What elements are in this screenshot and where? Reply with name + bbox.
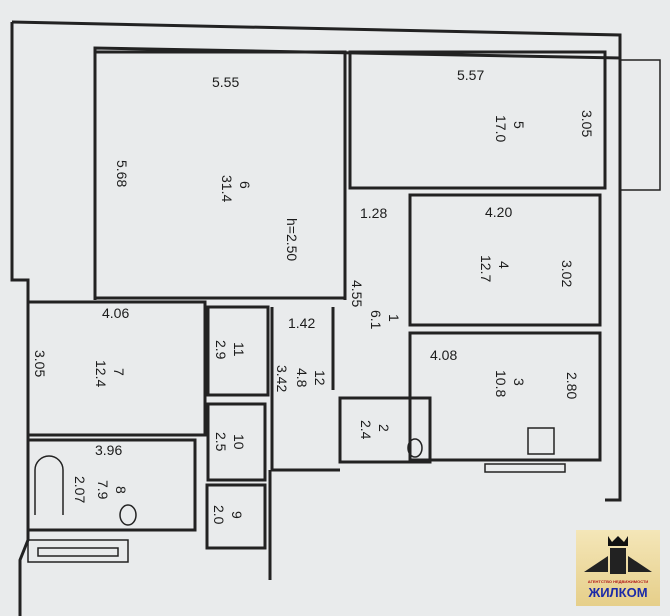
room-area: 6.1	[368, 310, 384, 330]
room-number: 5	[511, 121, 527, 129]
dim-r8-length: 2.07	[72, 476, 88, 503]
room-number: 2	[376, 424, 392, 432]
dim-r6-length: 5.68	[114, 160, 130, 187]
agency-logo: АГЕНТСТВО НЕДВИЖИМОСТИ ЖИЛКОМ	[576, 530, 660, 606]
dim-r1-length: 4.55	[349, 280, 365, 307]
room-8-label: 8 7.9	[95, 480, 129, 500]
room-number: 11	[231, 342, 247, 357]
room-number: 12	[312, 370, 328, 386]
room-number: 10	[231, 434, 247, 450]
dim-r5-length: 3.05	[579, 110, 595, 137]
bathtub-icon	[34, 455, 64, 515]
room-area: 31.4	[219, 175, 235, 202]
room-11-outline	[206, 305, 270, 397]
room-area: 7.9	[95, 480, 111, 500]
room-number: 9	[229, 511, 245, 519]
room-area: 2.0	[211, 505, 227, 525]
room-5-label: 5 17.0	[493, 115, 527, 142]
room-8-outline	[26, 438, 197, 532]
dim-r7-length: 3.05	[32, 350, 48, 377]
room-area: 2.5	[213, 432, 229, 452]
toilet-icon-2	[407, 438, 423, 458]
room-area: 12.7	[478, 255, 494, 282]
room-number: 6	[237, 181, 253, 189]
dim-r3-width: 4.08	[430, 347, 457, 363]
dim-r7-width: 4.06	[102, 305, 129, 321]
room-9-outline	[205, 483, 267, 550]
dim-r4-width: 4.20	[485, 204, 512, 220]
room-4-label: 4 12.7	[478, 255, 512, 282]
walls	[10, 20, 661, 616]
room-number: 1	[386, 314, 402, 322]
dim-r12-width: 1.42	[288, 315, 315, 331]
dim-r8-width: 3.96	[95, 442, 122, 458]
room-area: 2.9	[213, 340, 229, 360]
room-3-label: 3 10.8	[493, 370, 527, 397]
dim-r5-width: 5.57	[457, 67, 484, 83]
dim-r3-length: 2.80	[564, 372, 580, 399]
room-area: 4.8	[294, 368, 310, 388]
room-number: 3	[511, 378, 527, 386]
room-7-label: 7 12.4	[93, 360, 127, 387]
room-2-label: 2 2.4	[358, 420, 392, 440]
room-area: 12.4	[93, 360, 109, 387]
logo-name: ЖИЛКОМ	[588, 585, 648, 600]
room-2-outline	[338, 396, 432, 464]
toilet-icon	[119, 504, 137, 526]
room-9-label: 9 2.0	[211, 505, 245, 525]
room-10-label: 10 2.5	[213, 432, 247, 452]
room-area: 2.4	[358, 420, 374, 440]
room-labels: 6 31.4 5 17.0 4 12.7 1 6.1 3 10.8 7 12.4…	[93, 115, 527, 525]
room-6-outline	[93, 50, 347, 300]
room-area: 10.8	[493, 370, 509, 397]
room-area: 17.0	[493, 115, 509, 142]
room-7-outline	[26, 300, 207, 437]
stove-icon	[527, 427, 555, 455]
room-1-label: 1 6.1	[368, 310, 402, 330]
room-12-label: 12 4.8	[294, 368, 328, 388]
dim-r1-width: 1.28	[360, 205, 387, 221]
room-6-label: 6 31.4	[219, 175, 253, 202]
room-5-outline	[348, 50, 607, 190]
room-4-outline	[408, 193, 602, 327]
dim-r12-length: 3.42	[274, 365, 290, 392]
building-logo-icon	[584, 536, 652, 574]
ceiling-height: h=2.50	[284, 218, 300, 261]
dim-r6-width: 5.55	[212, 74, 239, 90]
room-10-outline	[206, 402, 267, 482]
room-number: 7	[111, 368, 127, 376]
room-number: 4	[496, 261, 512, 269]
room-number: 8	[113, 486, 129, 494]
logo-tagline: АГЕНТСТВО НЕДВИЖИМОСТИ	[587, 579, 649, 584]
dimension-labels: 5.55 5.68 h=2.50 5.57 3.05 1.28 4.55 4.2…	[32, 67, 595, 503]
room-11-label: 11 2.9	[213, 340, 247, 360]
dim-r4-length: 3.02	[559, 260, 575, 287]
